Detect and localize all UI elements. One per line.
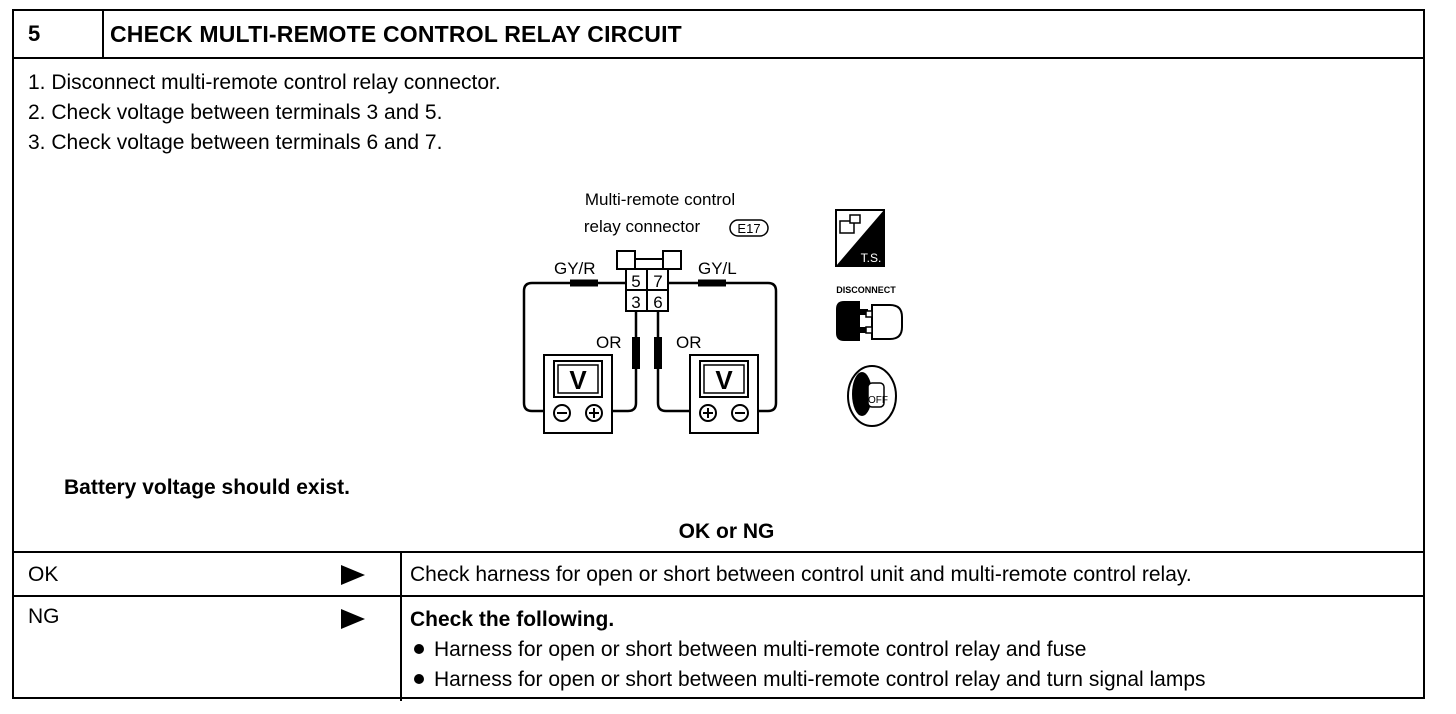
outcome-ng-title: Check the following. bbox=[410, 608, 615, 631]
tester-ts-icon bbox=[835, 209, 885, 267]
voltmeter-right bbox=[689, 354, 759, 434]
wire-label-left: GY/R bbox=[554, 259, 596, 278]
terminal-7: 7 bbox=[653, 272, 662, 291]
arrow-right-icon bbox=[341, 565, 365, 585]
instruction-step-1: 1. Disconnect multi-remote control relay… bbox=[28, 71, 501, 94]
lead-label-left: OR bbox=[596, 333, 622, 352]
outcome-row-ng: NG Check the following. Harness for open… bbox=[14, 597, 1423, 701]
terminal-3: 3 bbox=[631, 293, 640, 312]
left-meter-circuit bbox=[522, 279, 640, 413]
ok-or-ng-heading: OK or NG bbox=[678, 520, 775, 543]
outcome-column-divider bbox=[400, 551, 402, 701]
voltmeter-left bbox=[543, 354, 613, 434]
wire-label-right: GY/L bbox=[698, 259, 737, 278]
outcome-ng-label: NG bbox=[28, 605, 60, 628]
right-meter-circuit bbox=[654, 279, 778, 413]
voltmeter-left-symbol: V bbox=[569, 365, 587, 395]
ignition-off-label: OFF bbox=[868, 395, 888, 406]
relay-connector bbox=[616, 250, 682, 312]
bullet-icon bbox=[414, 674, 424, 685]
list-item-text: Harness for open or short between multi-… bbox=[434, 638, 1087, 661]
outcome-ng-actions: Check the following. Harness for open or… bbox=[410, 605, 1206, 695]
instruction-step-2: 2. Check voltage between terminals 3 and… bbox=[28, 101, 443, 124]
procedure-header: 5 CHECK MULTI-REMOTE CONTROL RELAY CIRCU… bbox=[14, 11, 1423, 59]
outcome-ok-action: Check harness for open or short between … bbox=[410, 563, 1192, 586]
bullet-icon bbox=[414, 644, 424, 655]
disconnect-connector-icon bbox=[836, 301, 903, 341]
terminal-5: 5 bbox=[631, 272, 640, 291]
connector-id-badge bbox=[729, 219, 769, 237]
step-title: CHECK MULTI-REMOTE CONTROL RELAY CIRCUIT bbox=[110, 21, 682, 47]
step-number: 5 bbox=[14, 11, 104, 57]
terminal-6: 6 bbox=[653, 293, 662, 312]
list-item: Harness for open or short between multi-… bbox=[410, 635, 1206, 665]
tester-ts-label: T.S. bbox=[861, 251, 882, 265]
instruction-step-3: 3. Check voltage between terminals 6 and… bbox=[28, 131, 443, 154]
expected-result: Battery voltage should exist. bbox=[64, 476, 350, 499]
connector-id: E17 bbox=[737, 221, 760, 236]
connector-voltage-diagram: Multi-remote control relay connector E17… bbox=[522, 190, 903, 434]
procedure-table: 5 CHECK MULTI-REMOTE CONTROL RELAY CIRCU… bbox=[12, 9, 1425, 701]
list-item: Harness for open or short between multi-… bbox=[410, 665, 1206, 695]
list-item-text: Harness for open or short between multi-… bbox=[434, 668, 1206, 691]
voltmeter-right-symbol: V bbox=[715, 365, 733, 395]
outcome-ok-label: OK bbox=[28, 563, 59, 586]
outcome-row-ok: OK Check harness for open or short betwe… bbox=[14, 551, 1423, 597]
disconnect-label: DISCONNECT bbox=[836, 285, 896, 295]
lead-label-right: OR bbox=[676, 333, 702, 352]
ignition-off-icon bbox=[847, 365, 897, 427]
arrow-right-icon bbox=[341, 609, 365, 629]
connector-label-line1: Multi-remote control bbox=[585, 190, 735, 209]
connector-label-line2: relay connector bbox=[584, 217, 701, 236]
instruction-list: 1. Disconnect multi-remote control relay… bbox=[28, 68, 501, 158]
